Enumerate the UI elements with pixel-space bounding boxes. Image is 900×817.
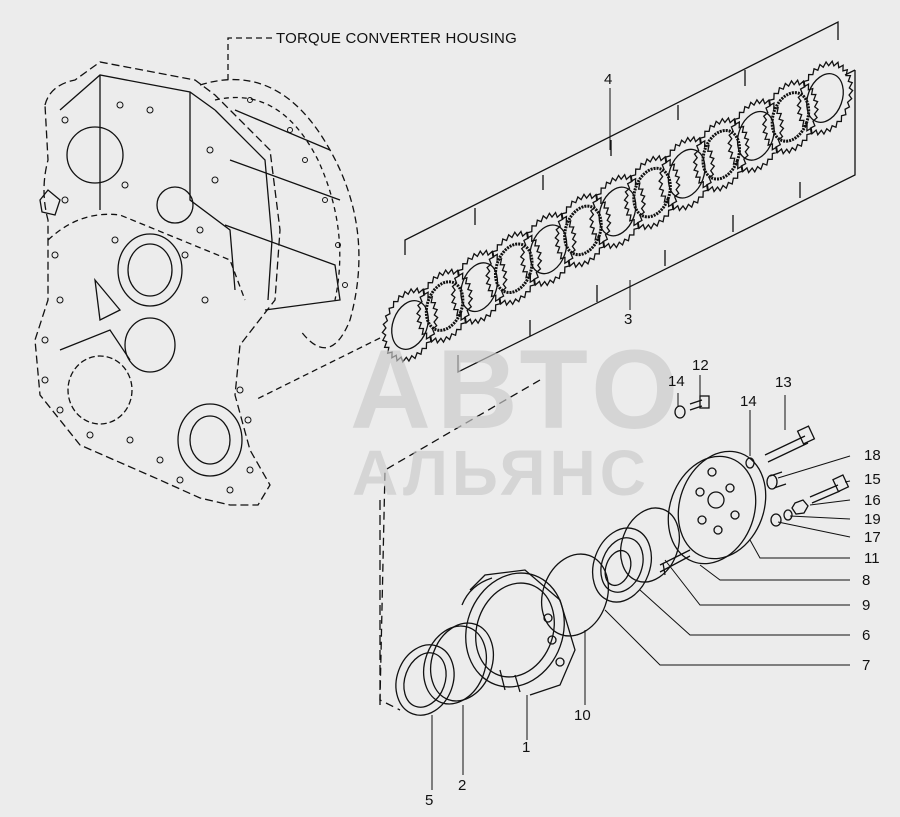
disc-teeth <box>692 116 750 193</box>
disc-bore <box>667 148 706 199</box>
disc-to-piston-leader <box>254 337 381 401</box>
bolt-12 <box>689 395 710 411</box>
steel-disc <box>588 173 647 250</box>
watermark-line-2: АЛЬЯНС <box>352 437 650 509</box>
disc-bore <box>701 128 742 181</box>
steel-disc <box>519 211 577 288</box>
disc-teeth <box>416 268 474 345</box>
friction-disc <box>416 268 474 345</box>
clutch-discs <box>381 59 854 364</box>
callout-6: 6 <box>862 627 871 644</box>
washer-17 <box>770 513 782 527</box>
callout-1: 1 <box>522 739 531 756</box>
stud-9 <box>659 549 691 576</box>
callout-10: 10 <box>574 707 591 724</box>
steel-disc <box>727 97 785 174</box>
diagram-title: TORQUE CONVERTER HOUSING <box>276 30 517 47</box>
disc-bore <box>632 166 672 219</box>
disc-bore <box>391 300 429 350</box>
disc-bore <box>736 110 775 161</box>
housing-bolt-holes <box>41 97 348 494</box>
clutch-hub-1 <box>461 569 576 696</box>
callout-19: 19 <box>864 511 881 528</box>
disc-teeth <box>381 286 439 364</box>
disc-bore <box>460 262 499 313</box>
ring-7 <box>620 507 680 583</box>
callout-13: 13 <box>775 374 792 391</box>
callout-9: 9 <box>862 597 871 614</box>
callout-leaders <box>431 88 851 790</box>
disc-bore <box>493 242 534 295</box>
callout-5: 5 <box>425 792 434 809</box>
seal-ring-2 <box>423 622 494 705</box>
steel-disc <box>658 135 716 212</box>
disc-bore <box>563 204 603 257</box>
callout-4: 4 <box>604 71 613 88</box>
friction-disc <box>692 116 750 193</box>
callout-12: 12 <box>692 357 709 374</box>
disc-teeth <box>727 97 785 174</box>
steel-disc <box>381 286 439 364</box>
disc-teeth <box>450 249 508 326</box>
washer-19 <box>783 509 793 521</box>
steel-disc <box>450 249 508 326</box>
disc-bore <box>806 73 844 123</box>
disc-bore <box>598 186 637 237</box>
cover-11 <box>667 450 767 565</box>
friction-disc <box>761 78 819 155</box>
disc-bore <box>424 280 465 332</box>
steel-disc <box>796 59 854 137</box>
callout-7: 7 <box>862 657 871 674</box>
callout-14-right: 14 <box>740 393 757 410</box>
watermark-line-1: АВТО <box>350 327 685 452</box>
disc-bore <box>529 224 568 275</box>
callout-15: 15 <box>864 471 881 488</box>
torque-converter-housing <box>34 37 360 506</box>
friction-disc <box>485 230 543 307</box>
callout-18: 18 <box>864 447 881 464</box>
callout-16: 16 <box>864 492 881 509</box>
disc-teeth <box>519 211 577 288</box>
piston-6 <box>592 527 652 603</box>
seal-5 <box>395 644 455 716</box>
washer-14-right <box>745 457 755 469</box>
nut-16 <box>791 499 809 515</box>
plug-18 <box>766 471 787 490</box>
ring-10 <box>541 553 609 637</box>
stack-centerline <box>379 379 541 711</box>
callout-14-left: 14 <box>668 373 685 390</box>
friction-disc <box>623 154 681 231</box>
disc-teeth <box>554 192 612 269</box>
disc-teeth <box>761 78 819 155</box>
callout-3: 3 <box>624 311 633 328</box>
callout-2: 2 <box>458 777 467 794</box>
disc-bore <box>770 91 811 143</box>
disc-teeth <box>588 173 647 250</box>
bolt-13 <box>764 425 816 463</box>
disc-teeth <box>658 135 716 212</box>
clutch-disc-stack <box>404 20 856 374</box>
washer-14-left <box>674 405 686 419</box>
callout-11: 11 <box>864 550 880 567</box>
friction-disc <box>554 192 612 269</box>
disc-teeth <box>796 59 854 137</box>
disc-teeth <box>623 154 681 231</box>
callout-8: 8 <box>862 572 871 589</box>
callout-17: 17 <box>864 529 881 546</box>
bolt-15 <box>809 474 850 504</box>
disc-teeth <box>485 230 543 307</box>
